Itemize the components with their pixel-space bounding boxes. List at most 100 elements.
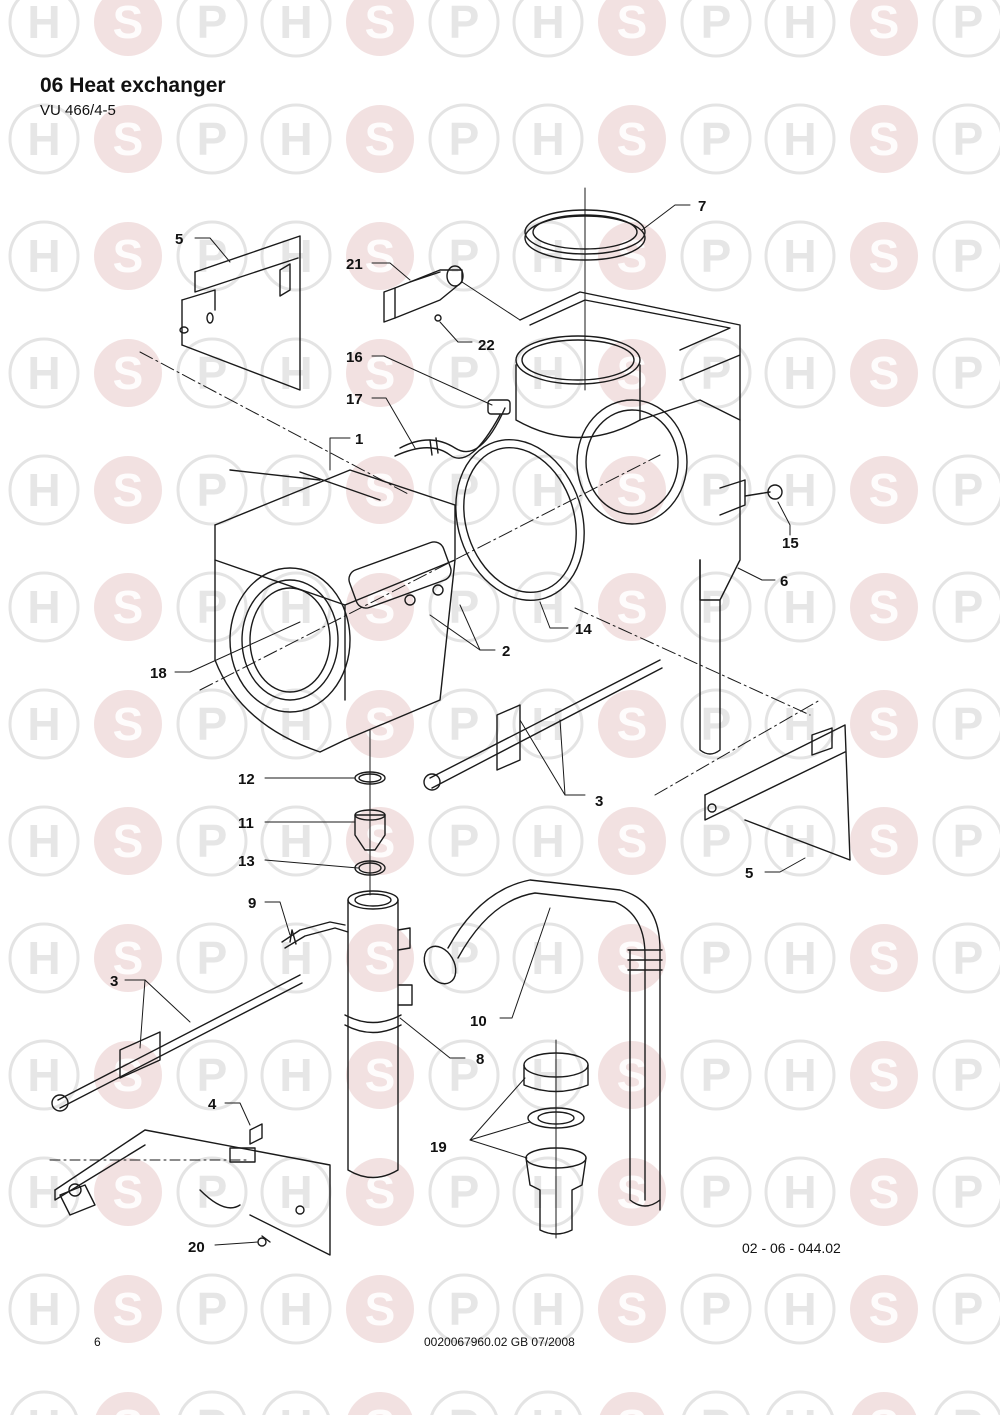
part-5-bracket-bottom [704, 724, 851, 861]
watermark-badge: P [428, 220, 500, 292]
watermark-letter: H [279, 698, 312, 750]
watermark-badge: S [346, 924, 414, 992]
watermark-badge: S [598, 1041, 666, 1109]
watermark-badge: P [428, 805, 500, 877]
watermark-badge: H [8, 454, 80, 526]
svg-text:16: 16 [346, 349, 363, 366]
watermark-badge: H [512, 571, 584, 643]
part-6-hood [515, 291, 783, 755]
watermark-letter: S [617, 932, 648, 984]
watermark-badge: H [764, 220, 836, 292]
watermark-badge: S [598, 0, 666, 56]
svg-text:17: 17 [346, 391, 363, 408]
watermark-badge: P [680, 220, 752, 292]
watermark-badge: S [346, 105, 414, 173]
watermark-badge: H [764, 1156, 836, 1228]
watermark-letter: P [701, 1283, 732, 1335]
watermark-badge: S [346, 222, 414, 290]
callout-1: 1 [329, 431, 363, 471]
watermark-badge: P [176, 454, 248, 526]
watermark-badge: P [176, 0, 248, 58]
watermark-badge: P [176, 688, 248, 760]
watermark-letter: S [113, 815, 144, 867]
watermark-badge: P [680, 1156, 752, 1228]
watermark-badge: H [512, 688, 584, 760]
watermark-letter: S [365, 1049, 396, 1101]
watermark-letter: H [27, 230, 60, 282]
watermark-letter: H [783, 464, 816, 516]
watermark-letter: H [531, 1400, 564, 1415]
watermark-badge: H [764, 337, 836, 409]
callout-7: 7 [641, 198, 706, 231]
callout-6: 6 [737, 567, 788, 590]
watermark-letter: S [113, 347, 144, 399]
watermark-letter: S [869, 1283, 900, 1335]
watermark-letter: S [869, 230, 900, 282]
watermark-badge: S [850, 1275, 918, 1343]
callout-3a: 3 [519, 719, 603, 810]
watermark-badge: H [260, 220, 332, 292]
callout-4: 4 [208, 1096, 251, 1126]
watermark-letter: S [365, 0, 396, 48]
watermark-letter: S [113, 581, 144, 633]
watermark-badge: H [8, 1273, 80, 1345]
watermark-letter: P [701, 815, 732, 867]
watermark-letter: S [365, 1283, 396, 1335]
watermark-letter: P [197, 932, 228, 984]
svg-text:1: 1 [355, 431, 363, 448]
watermark-letter: P [449, 1166, 480, 1218]
watermark-letter: H [279, 0, 312, 48]
watermark-badge: H [512, 805, 584, 877]
watermark-badge: H [512, 922, 584, 994]
watermark-letter: P [953, 1400, 984, 1415]
watermark-badge: H [764, 571, 836, 643]
watermark-badge: S [598, 807, 666, 875]
svg-text:20: 20 [188, 1239, 205, 1256]
svg-text:5: 5 [175, 231, 183, 248]
watermark-badge: S [346, 1275, 414, 1343]
watermark-badge: P [932, 571, 1000, 643]
watermark-letter: H [531, 815, 564, 867]
watermark-letter: S [869, 113, 900, 165]
watermark-letter: S [113, 1166, 144, 1218]
watermark-badge: H [8, 805, 80, 877]
callout-12: 12 [238, 771, 356, 788]
watermark-letter: P [953, 815, 984, 867]
watermark-letter: S [617, 815, 648, 867]
watermark-letter: H [27, 1400, 60, 1415]
watermark-letter: P [953, 0, 984, 48]
watermark-letter: P [701, 1166, 732, 1218]
watermark-badge: P [932, 688, 1000, 760]
part-1-heat-exchanger [214, 469, 456, 753]
svg-text:22: 22 [478, 337, 495, 354]
watermark-badge: S [598, 1275, 666, 1343]
watermark-letter: P [197, 581, 228, 633]
watermark-badge: H [764, 1039, 836, 1111]
watermark-letter: P [701, 113, 732, 165]
watermark-letter: H [531, 932, 564, 984]
watermark-badge: H [8, 103, 80, 175]
watermark-badge: H [764, 922, 836, 994]
watermark-badge: H [260, 454, 332, 526]
page-title: 06 Heat exchanger [40, 74, 226, 97]
watermark-badge: P [176, 103, 248, 175]
watermark-badge: S [94, 573, 162, 641]
callout-5b: 5 [745, 857, 806, 882]
watermark-badge: S [851, 1392, 917, 1415]
watermark-letter: S [617, 1283, 648, 1335]
watermark-badge: H [10, 1390, 78, 1415]
watermark-letter: S [869, 0, 900, 48]
watermark-badge: H [766, 1390, 834, 1415]
watermark-badge: P [680, 571, 752, 643]
watermark-badge: H [8, 220, 80, 292]
watermark-badge: S [346, 1158, 414, 1226]
watermark-badge: P [932, 454, 1000, 526]
watermark-letter: S [869, 932, 900, 984]
watermark-badge: S [598, 924, 666, 992]
watermark-letter: H [783, 1400, 816, 1415]
watermark-badge: P [932, 337, 1000, 409]
svg-text:11: 11 [238, 815, 254, 832]
watermark-letter: H [279, 113, 312, 165]
watermark-letter: H [279, 1400, 312, 1415]
